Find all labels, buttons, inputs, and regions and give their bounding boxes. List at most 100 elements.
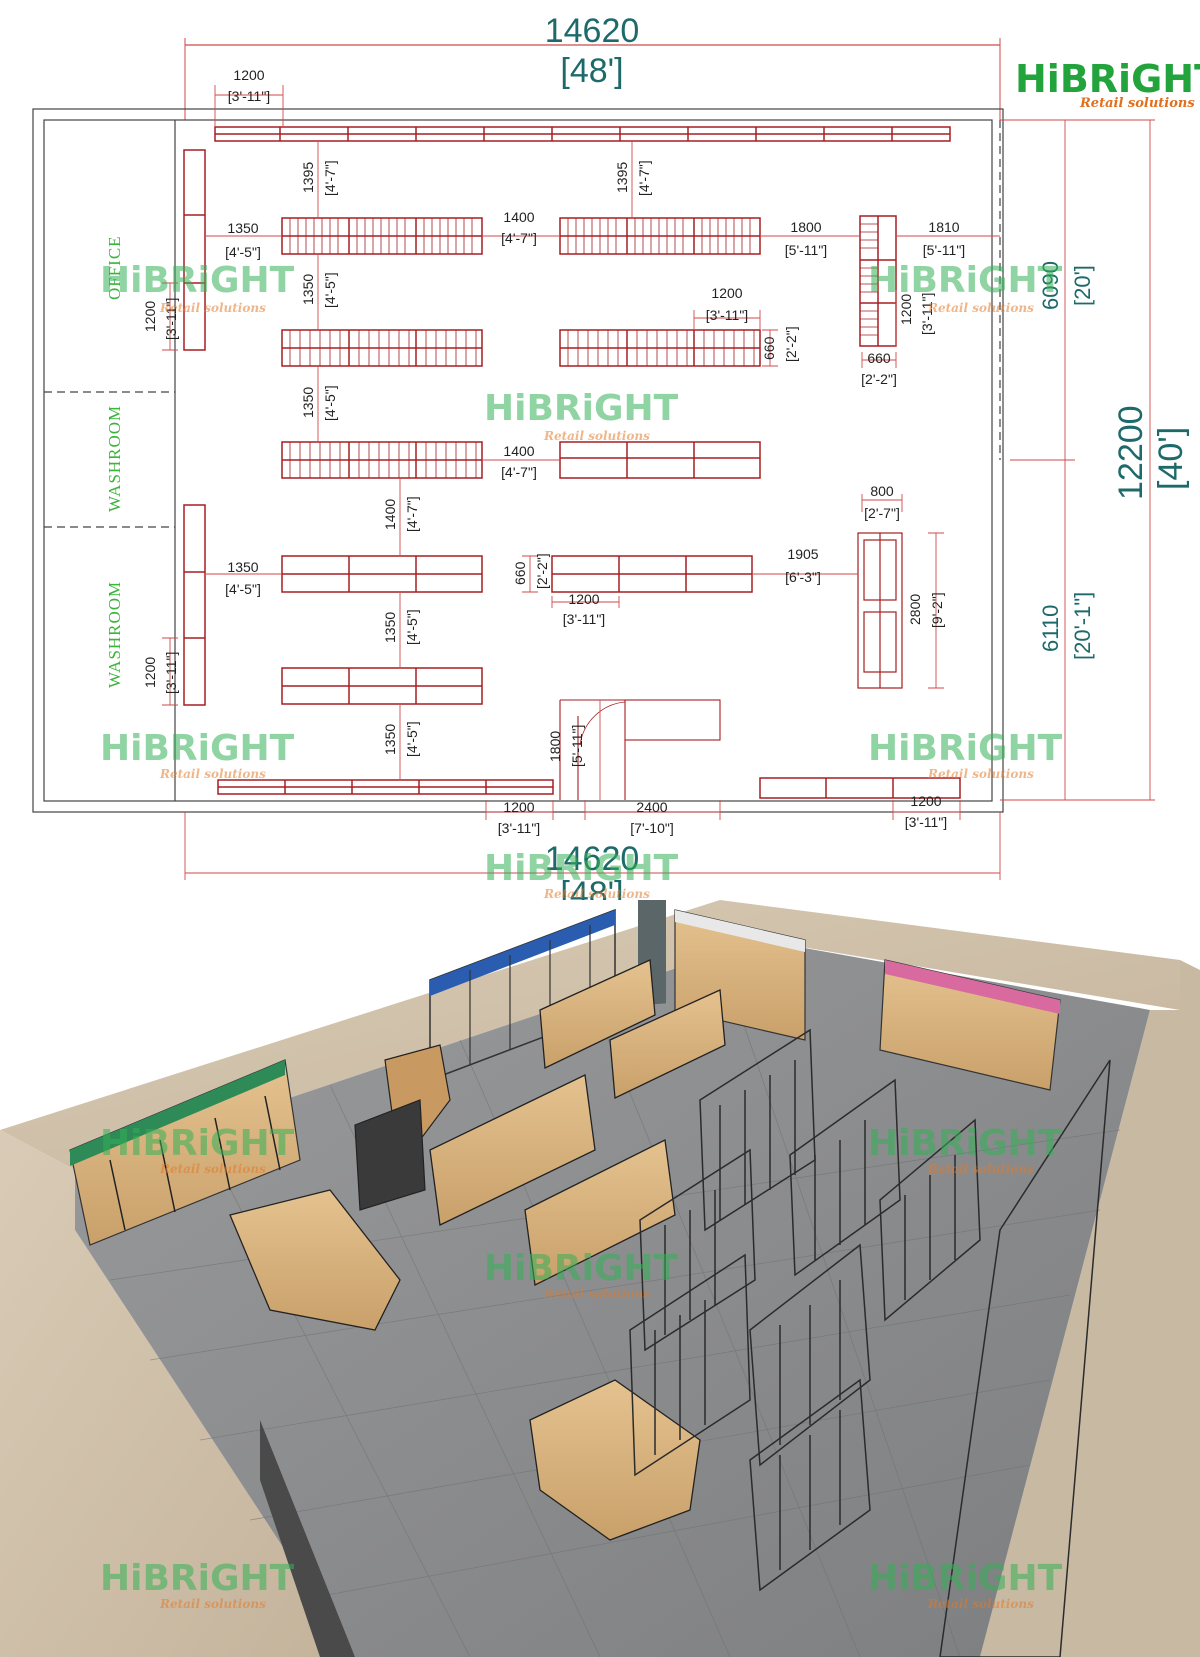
- dim-660-b-ft: [2'-2"]: [534, 553, 550, 589]
- dim-2800-ft: [9'-2"]: [929, 592, 945, 628]
- gondola-row-2-left: [281, 329, 483, 367]
- store-3d-render: HiBRiGHT Retail solutions HiBRiGHT Retai…: [0, 900, 1200, 1657]
- dim-1200-top: 1200: [233, 67, 264, 83]
- wall-shelf-left: [183, 149, 206, 706]
- dim-lower-ft: [20'-1"]: [1070, 592, 1095, 660]
- dim-2400-ft: [7'-10"]: [630, 820, 673, 836]
- dim-1200-bot-ft: [3'-11"]: [498, 820, 540, 836]
- overall-width-bottom-mm: 14620: [545, 840, 640, 878]
- render-watermarks: HiBRiGHT Retail solutions HiBRiGHT Retai…: [100, 1123, 1063, 1611]
- dim-1400-a: 1400: [503, 209, 534, 225]
- gondola-row-4-right: [551, 555, 753, 593]
- watermark-tagline: Retail solutions: [159, 301, 266, 315]
- watermark-tagline: Retail solutions: [159, 1162, 266, 1176]
- overall-width-ft: [48']: [560, 52, 623, 90]
- dim-1200-top-ft: [3'-11"]: [228, 88, 270, 104]
- plan-watermarks: HiBRiGHT Retail solutions HiBRiGHT Retai…: [100, 260, 1063, 900]
- wall-shelf-bottom-right: [759, 777, 961, 799]
- dim-1810: 1810: [928, 219, 959, 235]
- dim-1200-gondola: 1200: [898, 294, 914, 325]
- dim-1400-b: 1400: [503, 443, 534, 459]
- floor-plan: HiBRiGHT Retail solutions 14620 [48'] OF…: [32, 12, 1200, 900]
- entrance-door: [260, 1420, 355, 1657]
- room-label-washroom-1: WASHROOM: [105, 405, 124, 512]
- watermark-tagline: Retail solutions: [927, 1162, 1034, 1176]
- watermark-brand: HiBRiGHT: [868, 1558, 1063, 1599]
- watermark-brand: HiBRiGHT: [868, 1123, 1063, 1164]
- dim-1350-v3-ft: [4'-5"]: [404, 609, 420, 645]
- dimension-texts: 1200 [3'-11"] 1395 [4'-7"] 1395 [4'-7"] …: [142, 67, 1190, 900]
- watermark-brand: HiBRiGHT: [484, 848, 679, 889]
- watermark-tagline: Retail solutions: [927, 1597, 1034, 1611]
- dim-1350-v4: 1350: [382, 724, 398, 755]
- wooden-gondolas: [229, 959, 726, 1541]
- dim-660-gondola: 660: [867, 350, 891, 366]
- dim-1200-c-ft: [3'-11"]: [563, 611, 605, 627]
- dim-upper-ft: [20']: [1070, 265, 1095, 306]
- gondola-row-4-left: [281, 555, 483, 593]
- dim-1800-a-ft: [5'-11"]: [785, 242, 827, 258]
- watermark-tagline: Retail solutions: [159, 767, 266, 781]
- room-label-office: OFFICE: [105, 235, 124, 300]
- dim-1350-v2: 1350: [300, 387, 316, 418]
- dim-660-a: 660: [761, 336, 777, 360]
- gondola-row-1-right: [559, 217, 761, 255]
- dim-1395-b-ft: [4'-7"]: [636, 160, 652, 196]
- dim-660-b: 660: [512, 561, 528, 585]
- fixtures: [183, 126, 961, 800]
- dim-1200-bot: 1200: [503, 799, 534, 815]
- right-wall: [980, 960, 1200, 1657]
- dim-1200-br: 1200: [910, 793, 941, 809]
- gondola-row-3-right: [559, 441, 761, 479]
- cashier-counter: [559, 699, 721, 800]
- dim-1200-wash: 1200: [142, 657, 158, 688]
- dim-1395-a: 1395: [300, 162, 316, 193]
- dim-2800: 2800: [907, 594, 923, 625]
- overall-depth-ft: [40']: [1152, 427, 1190, 490]
- gondola-row-5-left: [281, 667, 483, 705]
- dim-1800-a: 1800: [790, 219, 821, 235]
- dim-1350-b: 1350: [227, 559, 258, 575]
- dim-1400-b-ft: [4'-7"]: [501, 464, 537, 480]
- dim-upper-mm: 6090: [1038, 261, 1063, 310]
- dim-1800-b-ft: [5'-11"]: [569, 725, 585, 767]
- dim-800: 800: [870, 483, 894, 499]
- overall-width-bottom-ft: [48']: [560, 875, 623, 900]
- watermark-tagline: Retail solutions: [159, 1597, 266, 1611]
- gondola-row-2-right: [559, 329, 761, 367]
- watermark-brand: HiBRiGHT: [484, 1248, 679, 1289]
- watermark-brand: HiBRiGHT: [100, 260, 295, 301]
- floor: [75, 940, 1150, 1657]
- dim-660-a-ft: [2'-2"]: [783, 326, 799, 362]
- left-wall: [0, 1130, 355, 1657]
- dim-1395-b: 1395: [614, 162, 630, 193]
- dim-2400: 2400: [636, 799, 667, 815]
- dim-800-ft: [2'-7"]: [864, 505, 900, 521]
- gondola-row-3-left: [281, 441, 483, 479]
- cashier-counter-3d: [354, 1044, 451, 1211]
- wall-shelf-bottom-left: [217, 779, 554, 795]
- dim-1395-a-ft: [4'-7"]: [322, 160, 338, 196]
- overall-width-mm: 14620: [545, 12, 640, 50]
- dim-1350-v1-ft: [4'-5"]: [322, 272, 338, 308]
- dim-1200-office: 1200: [142, 301, 158, 332]
- watermark-brand: HiBRiGHT: [100, 1123, 295, 1164]
- dim-1200-mid: 1200: [711, 285, 742, 301]
- dim-1350-v3: 1350: [382, 612, 398, 643]
- watermark-tagline: Retail solutions: [927, 767, 1034, 781]
- dim-1200-gondola-ft: [3'-11"]: [919, 293, 935, 335]
- dim-1200-office-ft: [3'-11"]: [163, 298, 179, 340]
- dim-1200-wash-ft: [3'-11"]: [163, 652, 179, 694]
- dim-1400-v-ft: [4'-7"]: [404, 496, 420, 532]
- watermark-tagline: Retail solutions: [927, 301, 1034, 315]
- dim-1200-br-ft: [3'-11"]: [905, 814, 947, 830]
- dim-1200-c: 1200: [568, 591, 599, 607]
- wall-shelf-top: [214, 126, 951, 142]
- watermark-brand: HiBRiGHT: [100, 728, 295, 769]
- metal-racks: [629, 1028, 1111, 1657]
- dim-1905-ft: [6'-3"]: [785, 569, 821, 585]
- dim-1350-v1: 1350: [300, 274, 316, 305]
- dim-1350-a: 1350: [227, 220, 258, 236]
- watermark-brand: HiBRiGHT: [100, 1558, 295, 1599]
- dim-1200-mid-ft: [3'-11"]: [706, 307, 748, 323]
